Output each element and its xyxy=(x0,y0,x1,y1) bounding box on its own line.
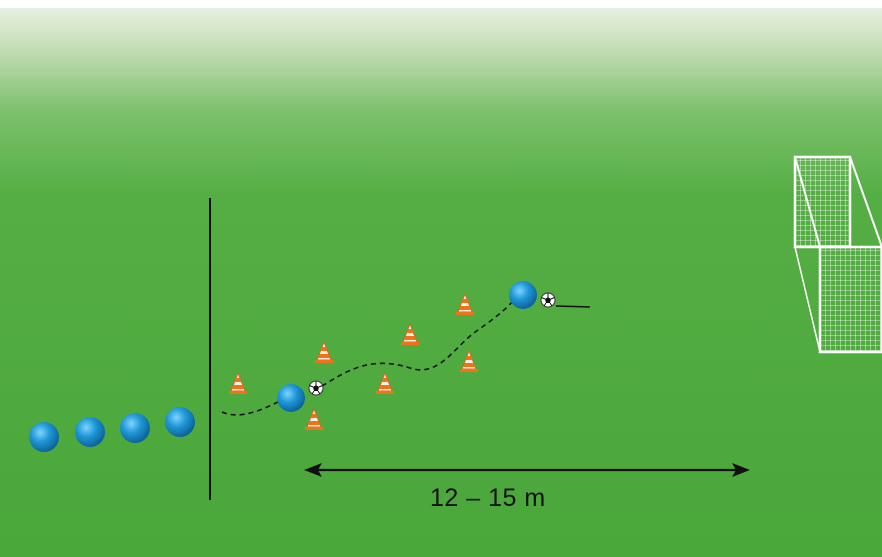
player-waiting xyxy=(120,413,150,443)
player-dribbling xyxy=(509,281,537,309)
waiting-players xyxy=(29,407,195,452)
distance-label: 12 – 15 m xyxy=(430,484,546,512)
goal xyxy=(793,155,882,354)
ball xyxy=(540,292,556,308)
ball xyxy=(308,380,324,396)
top-whitespace xyxy=(0,0,882,8)
player-waiting xyxy=(165,407,195,437)
player-waiting xyxy=(75,417,105,447)
distance-arrow xyxy=(304,463,750,477)
player-dribbling xyxy=(277,384,305,412)
player-waiting xyxy=(29,422,59,452)
shot-line xyxy=(555,305,591,308)
dribble-path xyxy=(221,301,513,416)
